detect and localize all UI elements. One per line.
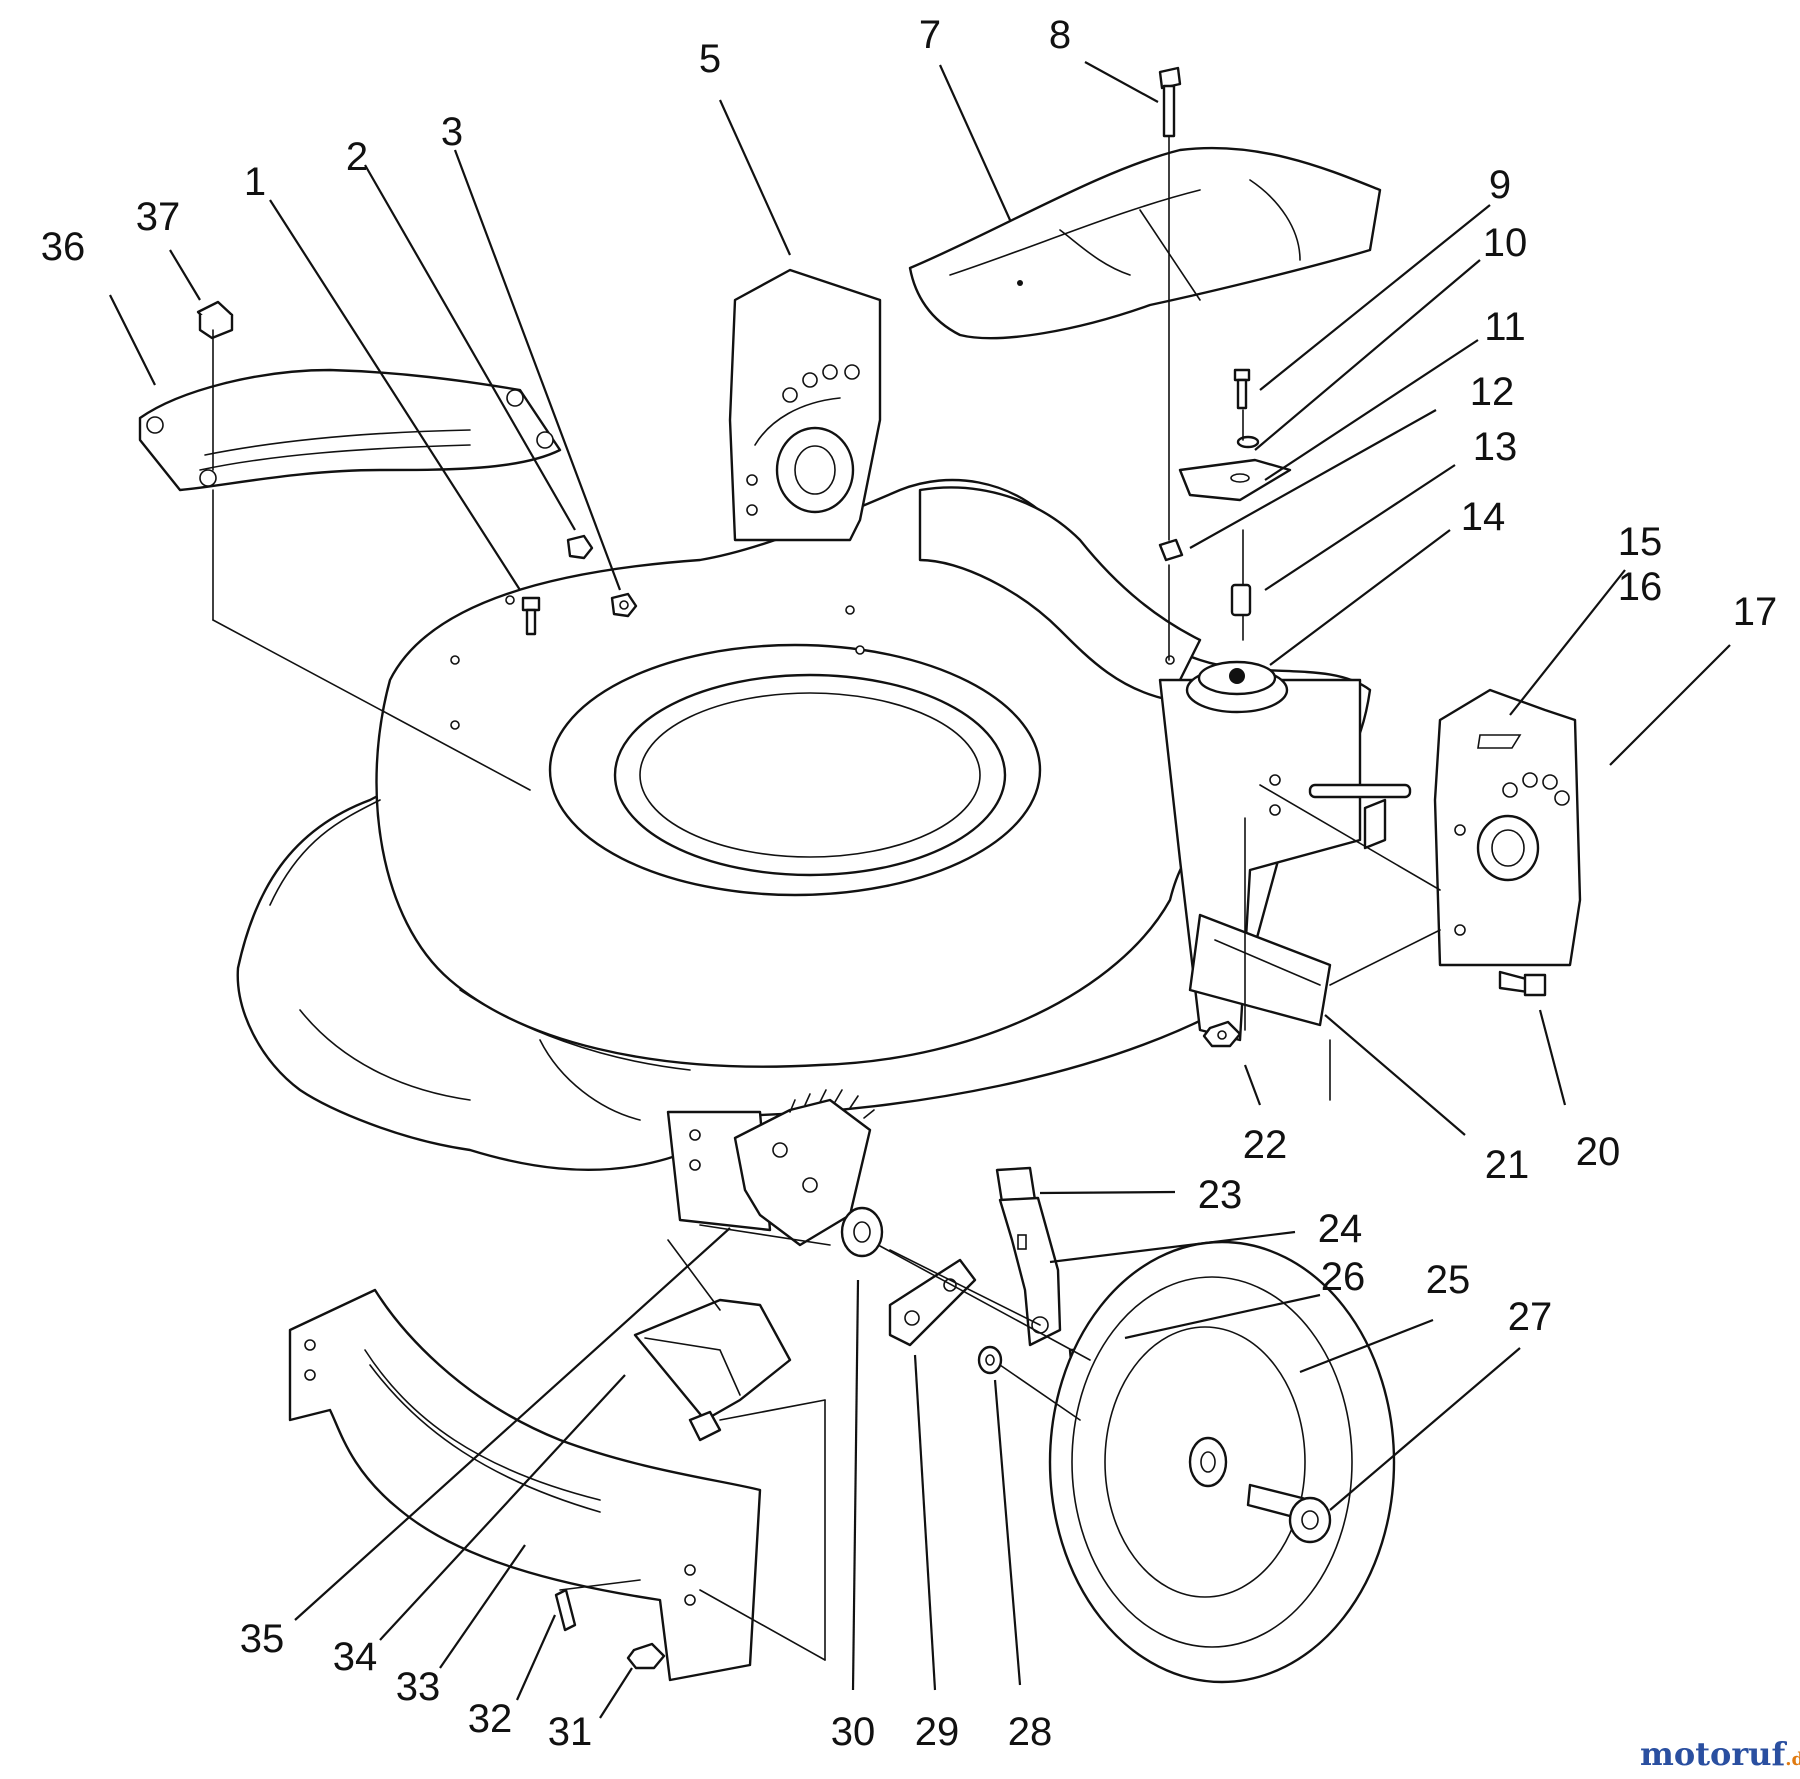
nut-22: [1202, 1020, 1242, 1048]
callout-35: 35: [240, 1617, 285, 1661]
spacer-13: [1230, 583, 1252, 617]
nut-3: [610, 592, 638, 618]
top-cover-7: [908, 146, 1382, 340]
callout-11: 11: [1484, 305, 1526, 349]
callout-22: 22: [1243, 1123, 1288, 1167]
callout-5: 5: [699, 37, 721, 81]
bolt-1: [521, 596, 541, 636]
callout-36: 36: [41, 225, 86, 269]
bracket-11: [1178, 458, 1292, 502]
callout-9: 9: [1489, 163, 1511, 207]
callout-7: 7: [919, 13, 941, 57]
callout-12: 12: [1470, 370, 1515, 414]
bolt-9: [1233, 368, 1251, 410]
side-height-plate-15-16-17: [1433, 688, 1582, 967]
callout-20: 20: [1576, 1130, 1621, 1174]
rear-deflector-plate: [138, 368, 562, 492]
callout-2: 2: [346, 135, 368, 179]
bolt-20: [1498, 970, 1547, 997]
callout-29: 29: [915, 1710, 960, 1754]
bolt-8: [1158, 66, 1182, 138]
front-skirt-panel-33: [288, 1288, 762, 1682]
axle-bolt-27: [1246, 1483, 1332, 1544]
callout-14: 14: [1461, 495, 1506, 539]
callout-15: 15: [1618, 520, 1663, 564]
svg-text:motoruf.de: motoruf.de: [1640, 1735, 1800, 1773]
height-gear-sector-35: [733, 1089, 875, 1247]
callout-16: 16: [1618, 565, 1663, 609]
washer-10: [1236, 435, 1260, 449]
assembly-lines: [212, 135, 1441, 1661]
callout-27: 27: [1508, 1295, 1553, 1339]
callout-28: 28: [1008, 1710, 1053, 1754]
height-adjuster-bracket-5: [728, 268, 882, 542]
skirt-brace-34: [633, 1298, 792, 1442]
callout-labels: 1 2 3 5 7 8 9 10 11 12 13 14 15 16 17 20…: [41, 13, 1778, 1754]
callout-1: 1: [244, 160, 266, 204]
rear-axle-tube-21: [1188, 913, 1332, 1027]
callout-33: 33: [396, 1665, 441, 1709]
watermark-text: motoruf: [1640, 1735, 1787, 1773]
washer-28: [977, 1345, 1003, 1375]
wheel-bracket-29: [888, 1258, 977, 1347]
spacer-washer-30: [840, 1206, 884, 1258]
callout-17: 17: [1733, 590, 1778, 634]
leader-lines: [109, 61, 1731, 1719]
callout-24: 24: [1318, 1207, 1363, 1251]
callout-10: 10: [1483, 221, 1528, 265]
callout-34: 34: [333, 1635, 378, 1679]
callout-21: 21: [1485, 1143, 1530, 1187]
callout-13: 13: [1473, 425, 1518, 469]
pivot-rod: [1308, 783, 1412, 850]
nut-31: [626, 1642, 666, 1670]
callout-30: 30: [831, 1710, 876, 1754]
wheel-25: [1048, 1240, 1396, 1684]
callout-31: 31: [548, 1710, 593, 1754]
screw-32: [554, 1588, 577, 1632]
spacer-12: [1158, 538, 1184, 562]
callout-3: 3: [441, 110, 463, 154]
watermark-suffix: .de: [1785, 1749, 1800, 1770]
callout-23: 23: [1198, 1173, 1243, 1217]
nut-2: [566, 534, 594, 560]
callout-37: 37: [136, 195, 181, 239]
callout-26: 26: [1321, 1255, 1366, 1299]
height-lever-24: [995, 1166, 1062, 1347]
callout-25: 25: [1426, 1258, 1471, 1302]
callout-8: 8: [1049, 13, 1071, 57]
callout-32: 32: [468, 1697, 513, 1741]
watermark-logo: motoruf.de: [1640, 1735, 1800, 1773]
mower-deck-housing: [236, 478, 1372, 1232]
square-nut-37: [196, 300, 234, 340]
